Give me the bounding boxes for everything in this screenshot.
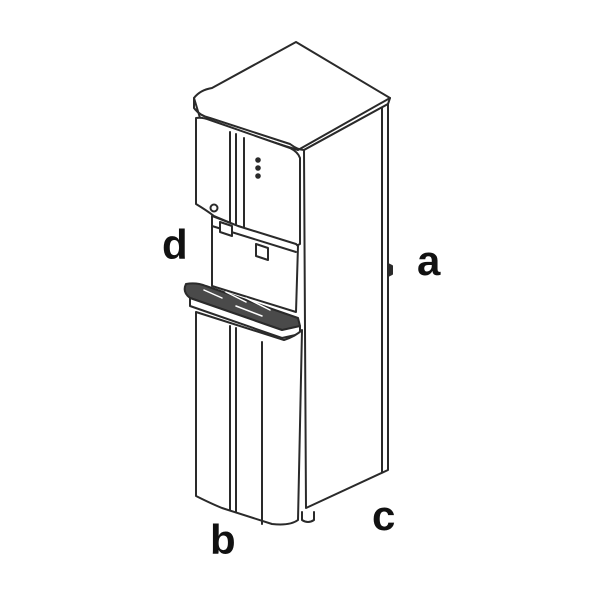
cabinet-foot xyxy=(301,511,315,523)
label-c: c xyxy=(372,492,396,539)
upper-front-panel xyxy=(195,116,301,247)
drip-tray-grate xyxy=(203,289,271,317)
indicator-light-1 xyxy=(255,157,261,163)
label-a: a xyxy=(417,237,441,284)
label-b: b xyxy=(210,516,236,563)
tap-button xyxy=(209,203,219,213)
indicator-light-2 xyxy=(255,165,261,171)
right-tap xyxy=(255,243,269,261)
side-panel-knob xyxy=(387,263,393,277)
dispensing-recess xyxy=(211,215,299,313)
label-d: d xyxy=(162,221,188,268)
cabinet-side-panel xyxy=(303,103,389,509)
cabinet-top-edge xyxy=(193,97,391,151)
indicator-light-3 xyxy=(255,173,261,179)
lower-cabinet-door xyxy=(195,311,303,526)
left-tap xyxy=(219,221,233,237)
